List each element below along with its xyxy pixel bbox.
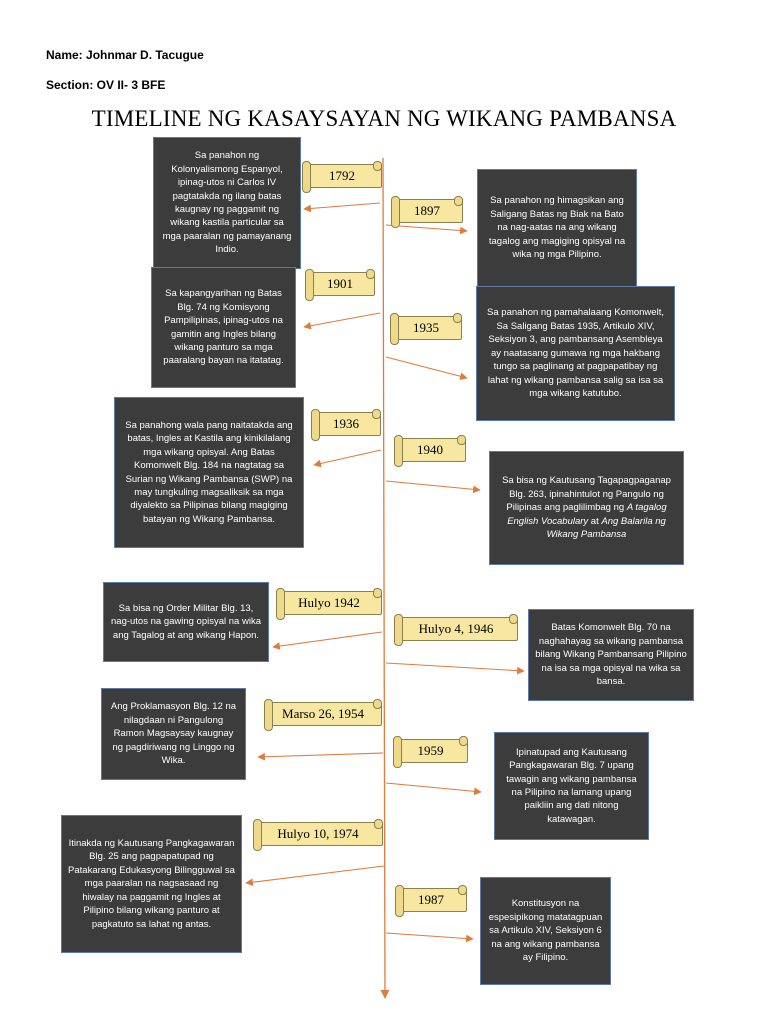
year-label-1987: 1987: [395, 885, 467, 917]
timeline-axis: [380, 157, 390, 999]
event-box-1942: Sa bisa ng Order Militar Blg. 13, nag-ut…: [103, 582, 269, 662]
connector-1987: [385, 932, 474, 943]
student-section: Section: OV II- 3 BFE: [46, 78, 166, 92]
connector-1954: [257, 752, 384, 761]
year-label-1792: 1792: [302, 161, 382, 193]
event-box-1954: Ang Proklamasyon Blg. 12 na nilagdaan ni…: [101, 688, 246, 780]
connector-1940: [385, 480, 481, 494]
year-label-1942: Hulyo 1942: [276, 588, 382, 620]
year-label-1954: Marso 26, 1954: [264, 699, 382, 731]
connector-1935: [385, 356, 468, 380]
year-label-1946: Hulyo 4, 1946: [394, 614, 518, 646]
event-box-1901: Sa kapangyarihan ng Batas Blg. 74 ng Kom…: [151, 267, 296, 388]
year-label-1959: 1959: [393, 736, 468, 768]
connector-1936: [313, 449, 382, 468]
connector-1897: [385, 224, 468, 235]
connector-1792: [303, 202, 381, 213]
year-label-1940: 1940: [394, 435, 466, 467]
event-box-1935: Sa panahon ng pamahalaang Komonwelt, Sa …: [476, 286, 675, 421]
page-title: TIMELINE NG KASAYSAYAN NG WIKANG PAMBANS…: [91, 106, 677, 131]
year-label-1901: 1901: [305, 269, 375, 301]
connector-1946: [385, 662, 525, 675]
event-box-1940: Sa bisa ng Kautusang Tagapagpaganap Blg.…: [489, 451, 684, 565]
year-label-1935: 1935: [390, 313, 462, 345]
year-label-1974: Hulyo 10, 1974: [253, 819, 383, 851]
connector-1974: [245, 865, 385, 886]
event-box-1936: Sa panahong wala pang naitatakda ang bat…: [114, 397, 304, 548]
connector-1959: [385, 782, 482, 796]
event-box-1959: Ipinatupad ang Kautusang Pangkagawaran B…: [494, 732, 649, 840]
event-box-1946: Batas Komonwelt Blg. 70 na naghahayag sa…: [528, 609, 694, 701]
event-box-1897: Sa panahon ng himagsikan ang Saligang Ba…: [477, 169, 637, 287]
event-box-1987: Konstitusyon na espesipikong matatagpuan…: [480, 877, 611, 985]
event-box-1792: Sa panahon ng Kolonyalismong Espanyol, i…: [153, 137, 301, 269]
year-label-1936: 1936: [311, 409, 381, 441]
event-box-1974: Itinakda ng Kautusang Pangkagawaran Blg.…: [61, 815, 242, 953]
year-label-1897: 1897: [391, 196, 463, 228]
student-name: Name: Johnmar D. Tacugue: [46, 48, 204, 62]
connector-1901: [303, 312, 381, 330]
connector-1942: [272, 631, 383, 650]
